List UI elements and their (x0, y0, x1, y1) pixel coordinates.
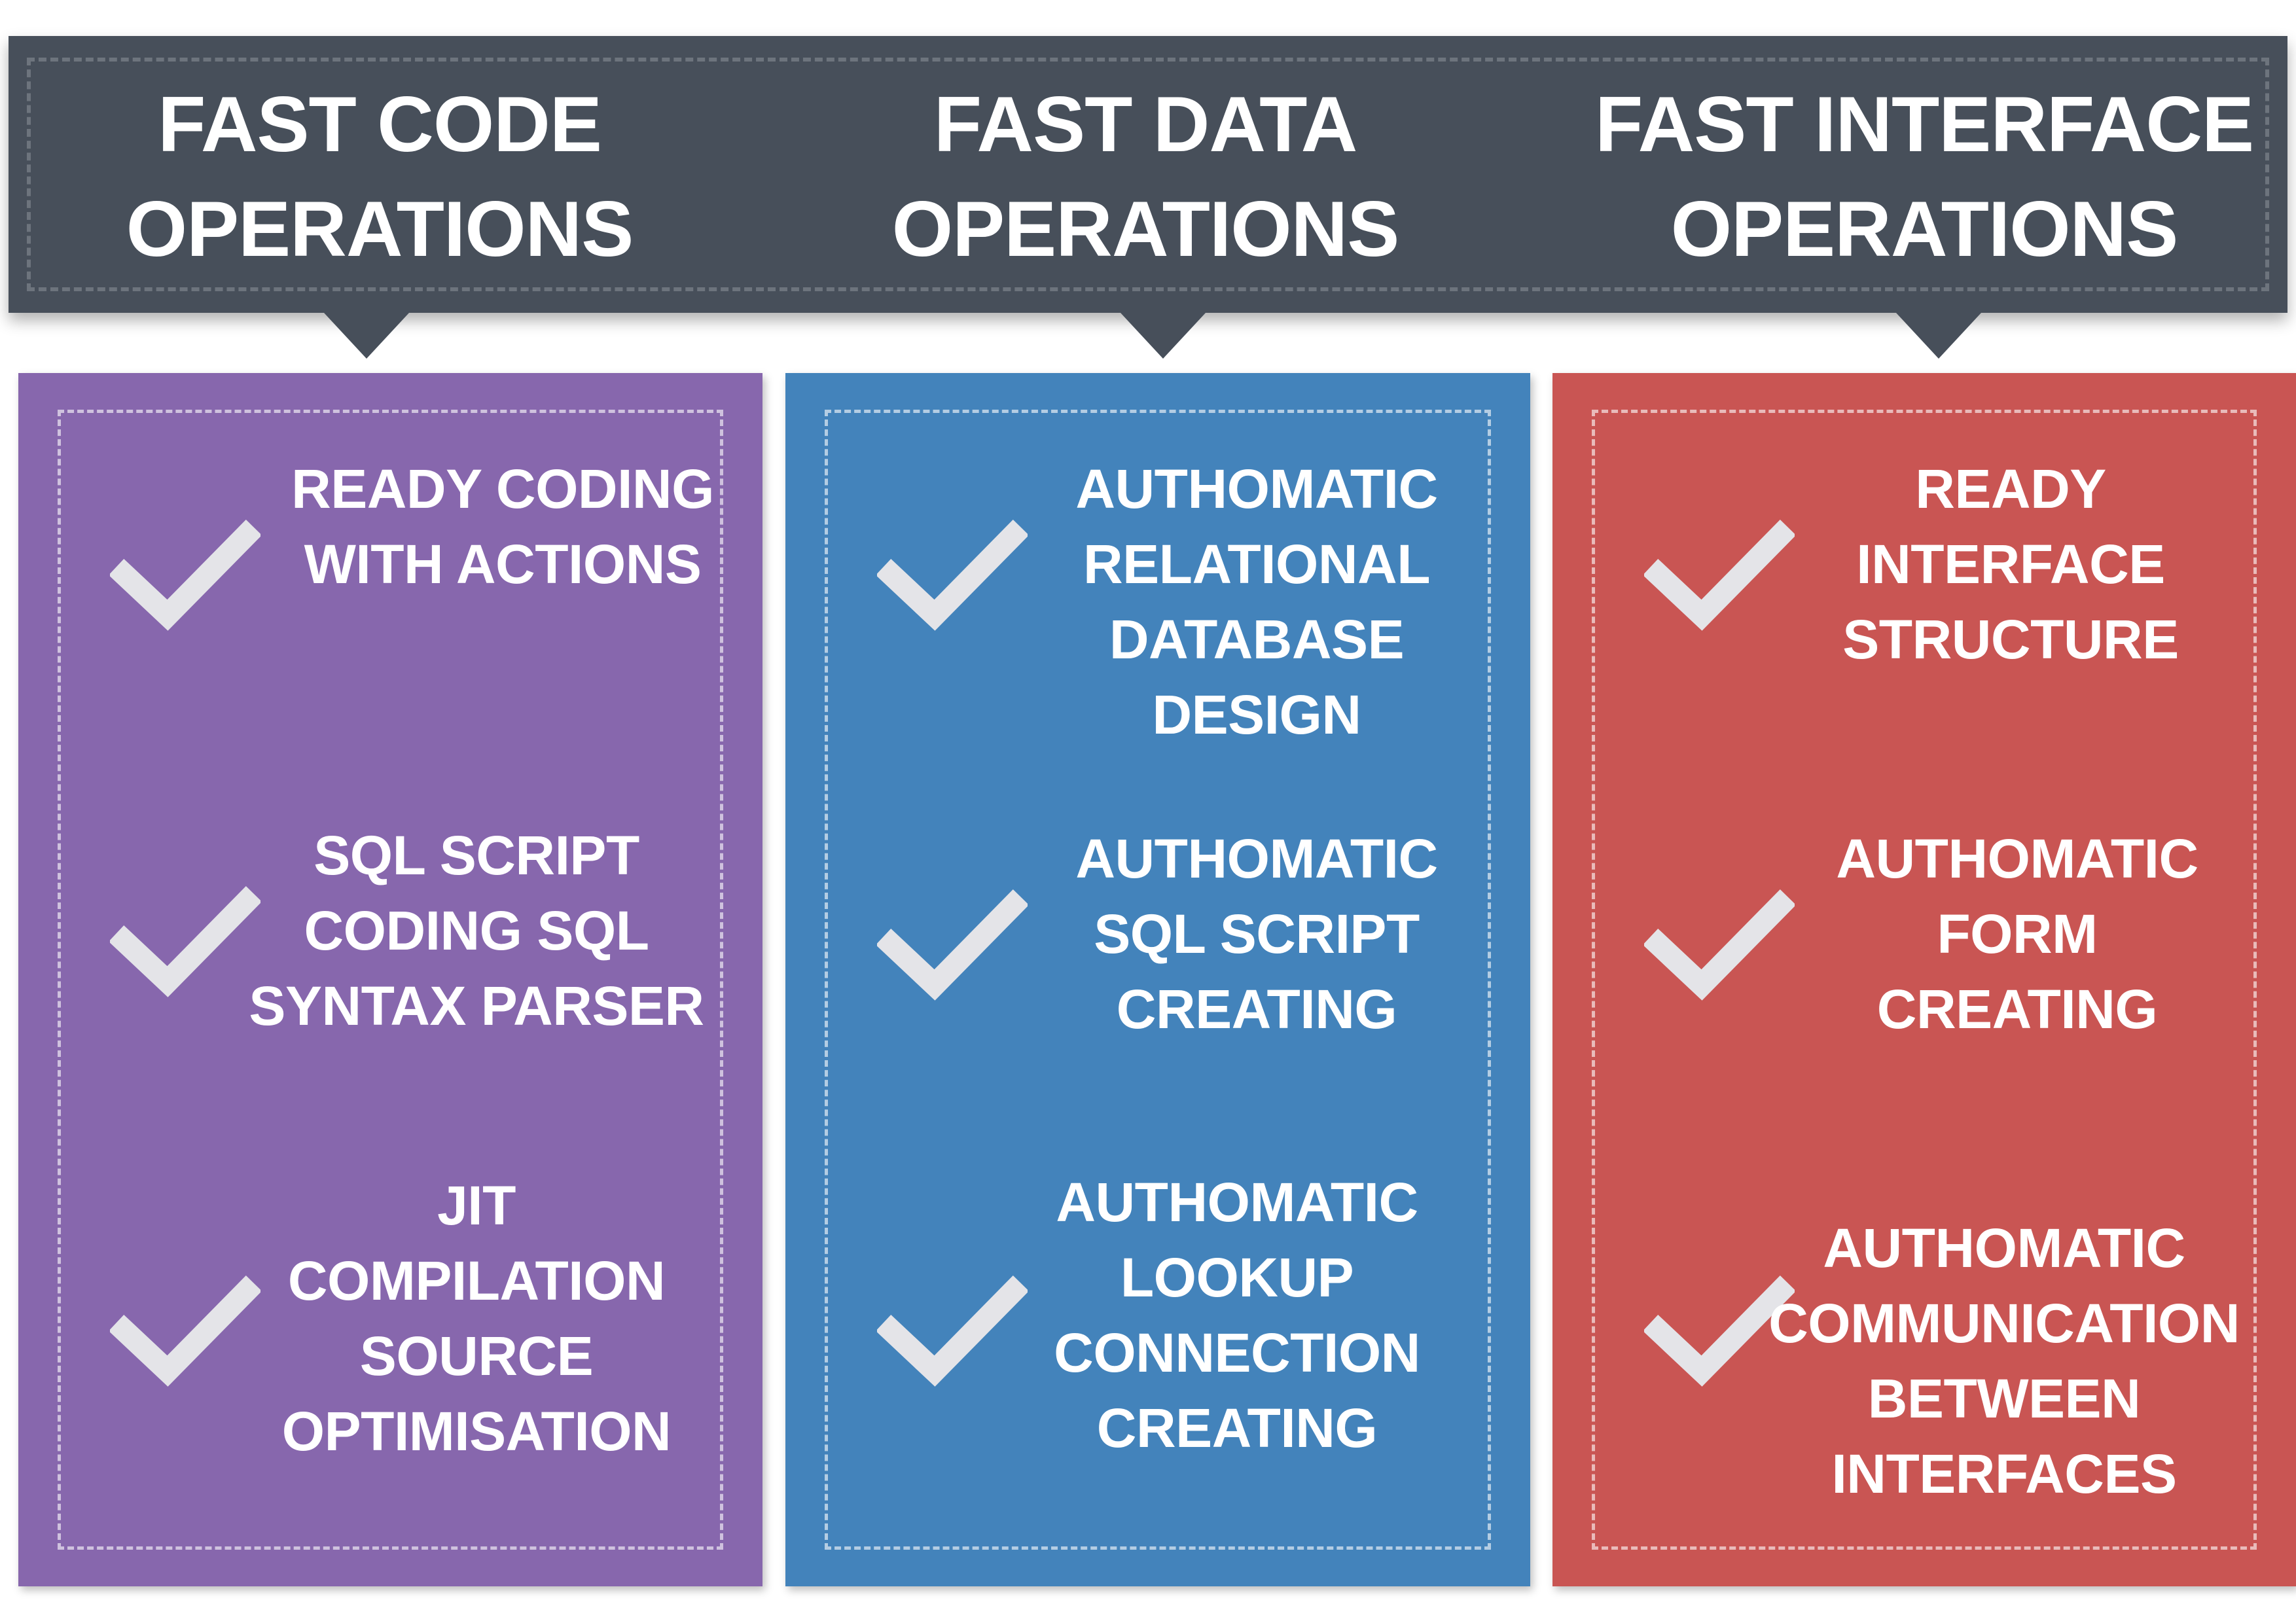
item-text: AUTHOMATIC SQL SCRIPT CREATING (1075, 828, 1438, 1040)
banner-pointer-interface (1896, 313, 1981, 359)
check-icon (1644, 519, 1795, 631)
item-text: AUTHOMATIC FORM CREATING (1836, 828, 2198, 1040)
list-item: AUTHOMATIC RELATIONAL DATABASE DESIGN (785, 452, 1530, 753)
list-item: AUTHOMATIC LOOKUP CONNECTION CREATING (785, 1165, 1530, 1466)
column-code: READY CODING WITH ACTIONS SQL SCRIPT COD… (18, 373, 762, 1586)
banner-pointer-data (1121, 313, 1206, 359)
header-banner (9, 36, 2287, 313)
column-dashed-border (58, 410, 723, 1550)
column-dashed-border (1592, 410, 2257, 1550)
column-data: AUTHOMATIC RELATIONAL DATABASE DESIGN AU… (785, 373, 1530, 1586)
check-icon (877, 1275, 1028, 1387)
item-text: AUTHOMATIC LOOKUP CONNECTION CREATING (1054, 1171, 1420, 1459)
check-icon (110, 885, 260, 997)
item-text: READY CODING WITH ACTIONS (291, 458, 714, 595)
list-item: SQL SCRIPT CODING SQL SYNTAX PARSER (18, 818, 762, 1119)
item-text: AUTHOMATIC RELATIONAL DATABASE DESIGN (1075, 458, 1438, 745)
list-item: AUTHOMATIC SQL SCRIPT CREATING (785, 821, 1530, 1122)
item-text: SQL SCRIPT CODING SQL SYNTAX PARSER (249, 825, 704, 1037)
check-icon (877, 519, 1028, 631)
check-icon (1644, 889, 1795, 1001)
list-item: AUTHOMATIC COMMUNICATION BETWEEN INTERFA… (1552, 1211, 2296, 1512)
check-icon (110, 519, 260, 631)
header-fast-interface-operations: FAST INTERFACE OPERATIONS (1594, 80, 2254, 273)
check-icon (1644, 1275, 1795, 1387)
check-icon (110, 1275, 260, 1387)
banner-pointer-code (324, 313, 409, 359)
list-item: READY INTERFACE STRUCTURE (1552, 452, 2296, 753)
item-text: AUTHOMATIC COMMUNICATION BETWEEN INTERFA… (1768, 1217, 2240, 1505)
header-fast-data-operations: FAST DATA OPERATIONS (891, 80, 1400, 273)
list-item: AUTHOMATIC FORM CREATING (1552, 821, 2296, 1122)
check-icon (877, 889, 1028, 1001)
header-fast-code-operations: FAST CODE OPERATIONS (126, 80, 634, 273)
item-text: READY INTERFACE STRUCTURE (1842, 458, 2179, 670)
item-text: JIT COMPILATION SOURCE OPTIMISATION (281, 1175, 672, 1462)
column-interface: READY INTERFACE STRUCTURE AUTHOMATIC FOR… (1552, 373, 2296, 1586)
column-dashed-border (825, 410, 1491, 1550)
banner-dashed-border (27, 58, 2269, 291)
list-item: JIT COMPILATION SOURCE OPTIMISATION (18, 1168, 762, 1469)
list-item: READY CODING WITH ACTIONS (18, 452, 762, 753)
